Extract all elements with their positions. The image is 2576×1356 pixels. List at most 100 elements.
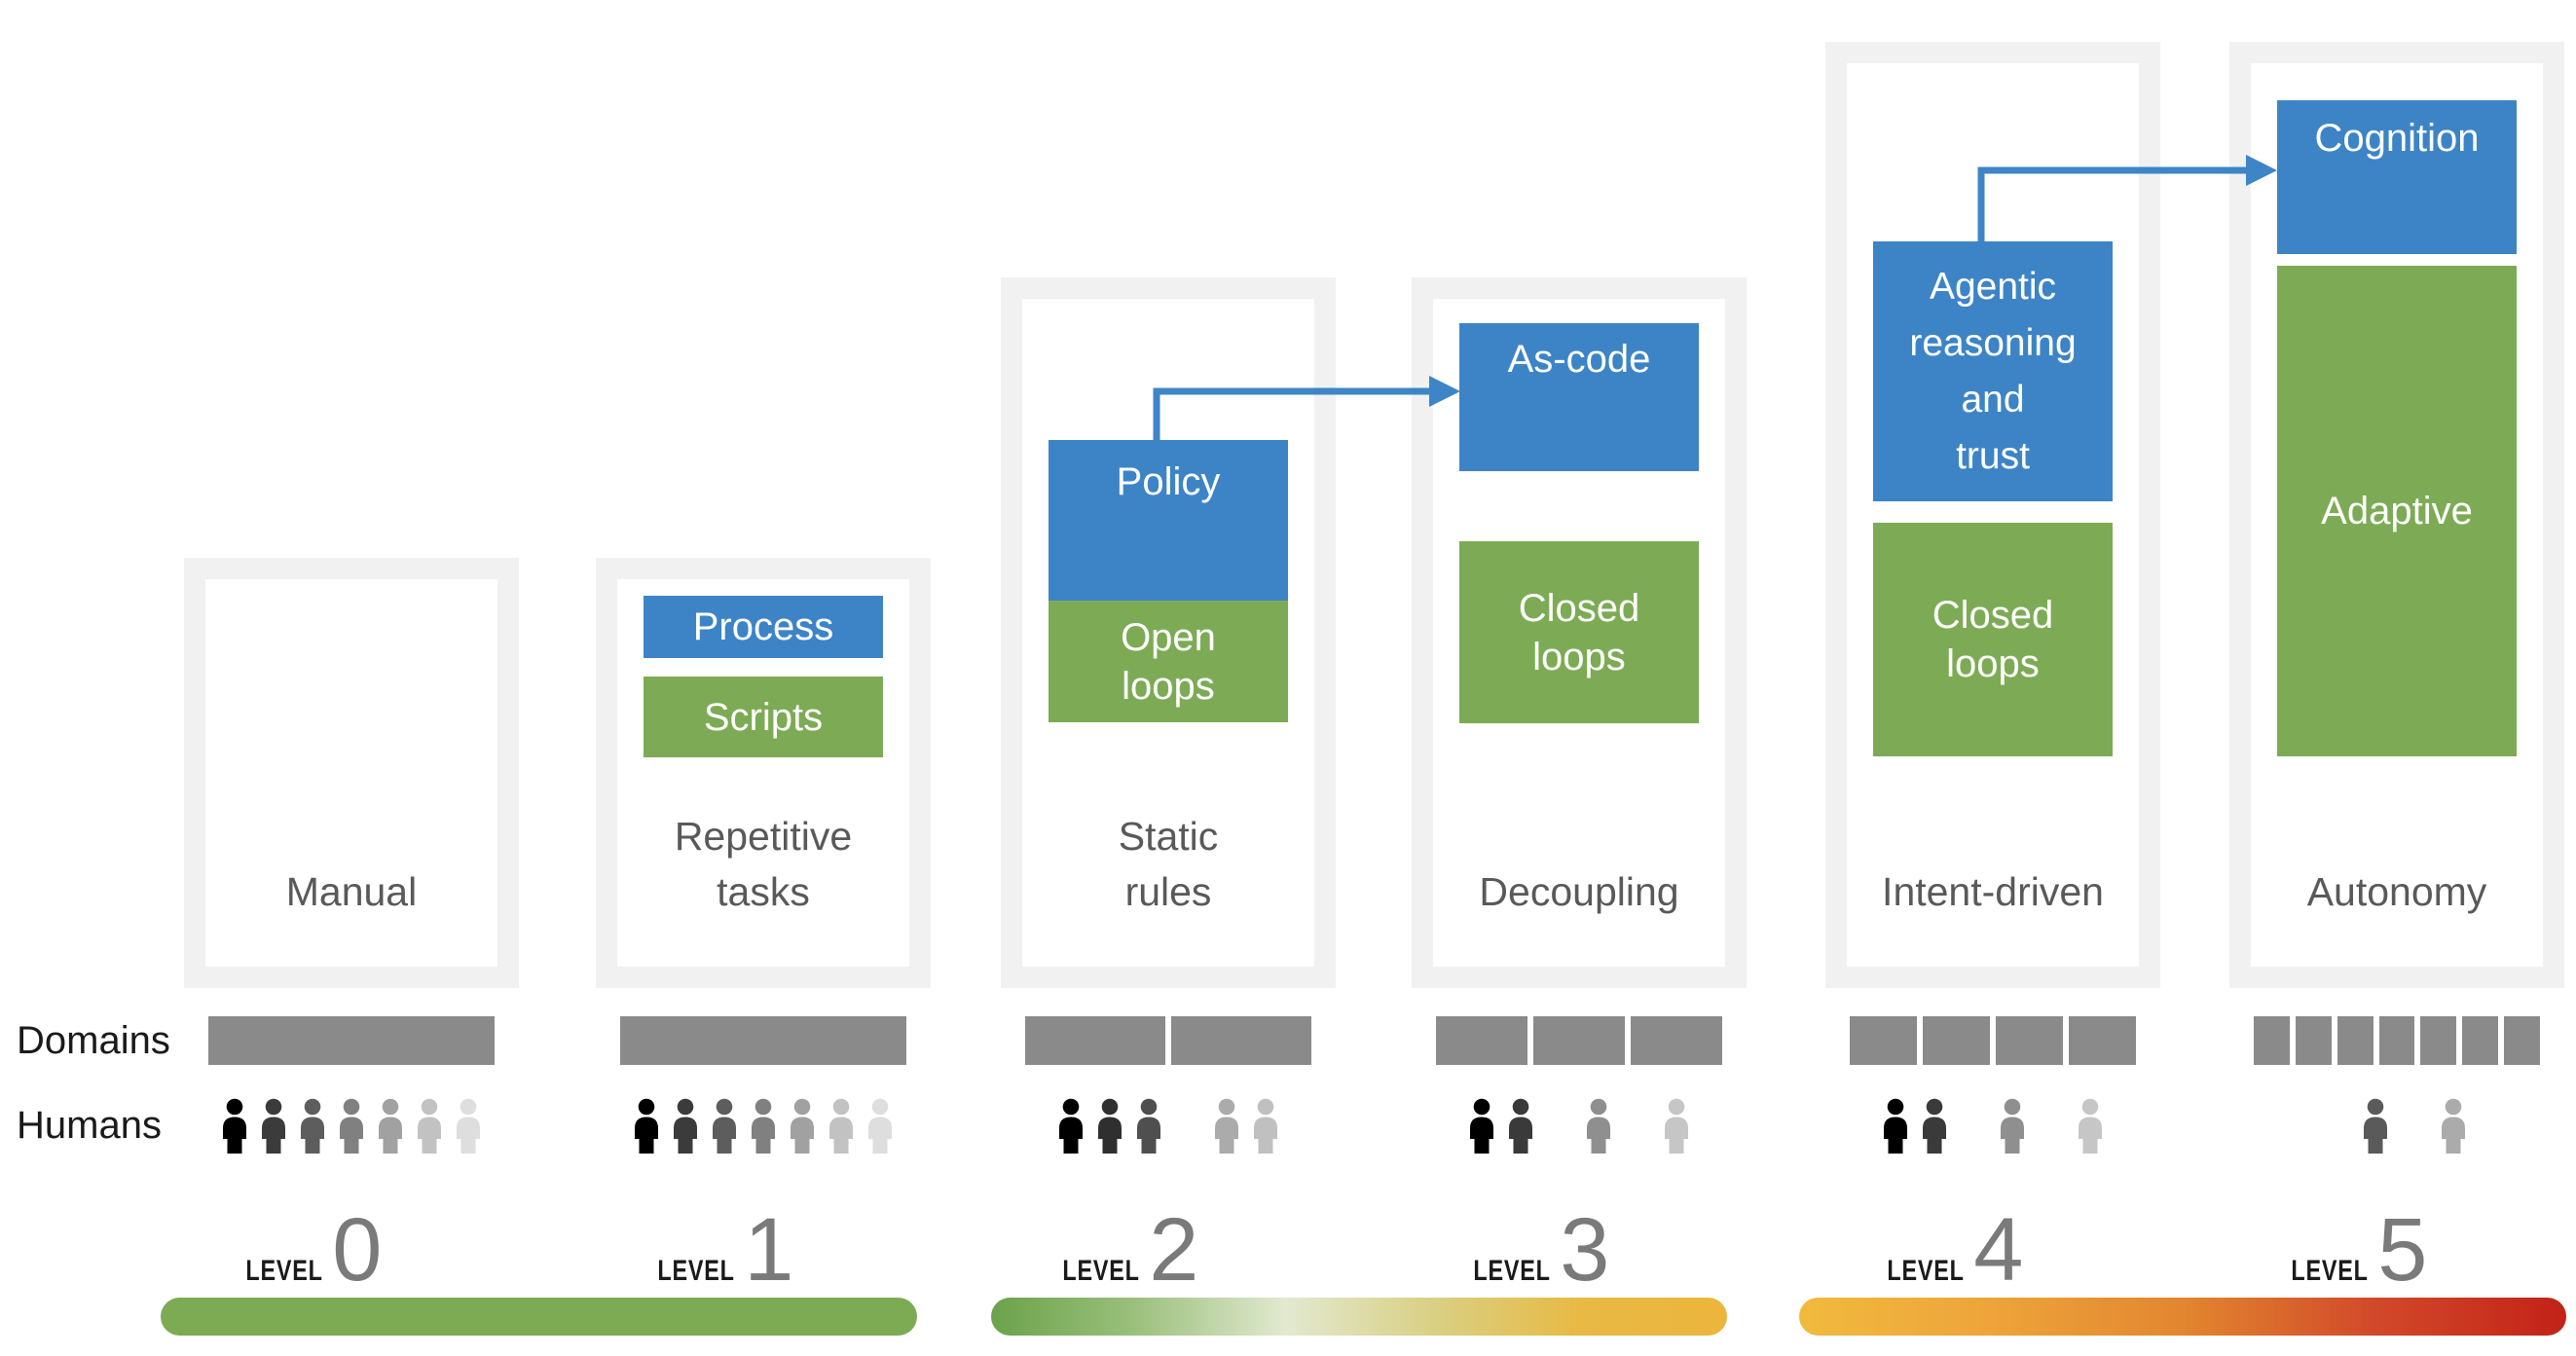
- human-icon-slot: [1915, 1098, 1954, 1154]
- person-icon: [2001, 1098, 2024, 1154]
- domain-segment: [1923, 1016, 1990, 1065]
- person-icon: [1254, 1098, 1277, 1154]
- level-1-badge-number: 1: [744, 1200, 794, 1300]
- level-0-badge-number: 0: [332, 1200, 383, 1300]
- level-4-title: Intent-driven: [1882, 869, 2104, 914]
- levels-2-3-gradient-bar: [991, 1298, 1727, 1336]
- agentic-reasoning-box: Agentic reasoning and trust: [1873, 241, 2113, 501]
- person-icon: [635, 1098, 658, 1154]
- level-1-title: Repetitive tasks: [674, 814, 853, 914]
- level-5-badge-word: LEVEL: [2290, 1255, 2369, 1287]
- level-4-badge-number: 4: [1973, 1200, 2024, 1300]
- domain-segment: [2295, 1016, 2332, 1065]
- domain-segment: [1996, 1016, 2063, 1065]
- domain-segment: [1850, 1016, 1917, 1065]
- person-icon: [2364, 1098, 2387, 1154]
- level-0-column: Manual: [184, 558, 519, 988]
- scripts-box-label: Scripts: [703, 695, 824, 739]
- domain-segment: [1436, 1016, 1527, 1065]
- human-icon-slot: [1501, 1098, 1540, 1154]
- level-0-humans: [215, 1098, 488, 1154]
- levels-0-1-gradient-bar: [161, 1298, 917, 1336]
- humans-row-label: Humans: [17, 1104, 162, 1147]
- domain-segment: [1631, 1016, 1722, 1065]
- person-icon: [1098, 1098, 1122, 1154]
- human-icon-slot: [783, 1098, 822, 1154]
- cognition-box: Cognition: [2277, 100, 2517, 254]
- human-icon-slot: [449, 1098, 488, 1154]
- human-icon-slot: [822, 1098, 861, 1154]
- person-icon: [829, 1098, 853, 1154]
- person-icon: [1470, 1098, 1493, 1154]
- human-icon-slot: [215, 1098, 254, 1154]
- level-0-domains-bar: [208, 1016, 495, 1065]
- person-icon: [1215, 1098, 1238, 1154]
- closed-loops-box-level-3-label: Closed loops: [1518, 586, 1640, 678]
- human-icon-slot: [705, 1098, 744, 1154]
- level-4-badge-word: LEVEL: [1886, 1255, 1965, 1287]
- human-icon-slot: [2434, 1098, 2473, 1154]
- person-icon: [752, 1098, 775, 1154]
- person-icon: [1884, 1098, 1907, 1154]
- person-icon: [1587, 1098, 1610, 1154]
- closed-loops-box-level-3: Closed loops: [1459, 541, 1699, 723]
- human-icon-slot: [666, 1098, 705, 1154]
- policy-box-label: Policy: [1116, 460, 1221, 503]
- level-0-panel: [205, 579, 497, 967]
- person-icon: [1665, 1098, 1688, 1154]
- domain-segment: [620, 1016, 906, 1065]
- levels-4-5-gradient-bar: [1799, 1298, 2566, 1336]
- person-icon: [223, 1098, 246, 1154]
- level-5-humans: [2356, 1098, 2473, 1154]
- human-icon-slot: [293, 1098, 332, 1154]
- level-5-title: Autonomy: [2306, 869, 2487, 914]
- human-icon-slot: [1579, 1098, 1618, 1154]
- human-icon-slot: [371, 1098, 410, 1154]
- level-2-column: Policy Open loops Static rules: [1001, 277, 1336, 988]
- closed-loops-box-level-4-label: Closed loops: [1932, 594, 2054, 685]
- level-0-title: Manual: [285, 869, 418, 914]
- cognition-box-label: Cognition: [2314, 117, 2480, 160]
- level-4-panel: [1847, 63, 2139, 967]
- domain-segment: [2420, 1016, 2457, 1065]
- as-code-box: As-code: [1459, 323, 1699, 471]
- level-4-humans: [1876, 1098, 2110, 1154]
- person-icon: [457, 1098, 480, 1154]
- level-2-badge-word: LEVEL: [1061, 1255, 1140, 1287]
- domain-segment: [1171, 1016, 1311, 1065]
- adaptive-box-label: Adaptive: [2321, 490, 2473, 532]
- level-3-badge-number: 3: [1560, 1200, 1610, 1300]
- person-icon: [674, 1098, 697, 1154]
- human-icon-gap: [1540, 1098, 1579, 1154]
- human-icon-gap: [1618, 1098, 1657, 1154]
- person-icon: [791, 1098, 814, 1154]
- human-icon-slot: [1051, 1098, 1090, 1154]
- human-icon-gap: [2032, 1098, 2071, 1154]
- human-icon-slot: [332, 1098, 371, 1154]
- closed-loops-box-level-4: Closed loops: [1873, 523, 2113, 756]
- human-icon-slot: [1090, 1098, 1129, 1154]
- domain-segment: [2504, 1016, 2541, 1065]
- person-icon: [713, 1098, 736, 1154]
- level-5-badge-number: 5: [2377, 1200, 2428, 1300]
- domains-row-label: Domains: [17, 1019, 170, 1062]
- domain-segment: [1533, 1016, 1625, 1065]
- level-5-column: Cognition Adaptive Autonomy: [2229, 42, 2564, 988]
- human-icon-slot: [1207, 1098, 1246, 1154]
- human-icon-gap: [1954, 1098, 1993, 1154]
- level-3-humans: [1462, 1098, 1696, 1154]
- level-1-domains-bar: [620, 1016, 906, 1065]
- person-icon: [2442, 1098, 2465, 1154]
- process-box: Process: [644, 596, 883, 658]
- level-5-domains-bar: [2254, 1016, 2541, 1065]
- human-icon-slot: [1876, 1098, 1915, 1154]
- person-icon: [262, 1098, 285, 1154]
- human-icon-slot: [410, 1098, 449, 1154]
- open-loops-box: Open loops: [1049, 601, 1288, 722]
- agentic-reasoning-box-label: Agentic reasoning and trust: [1909, 265, 2077, 477]
- level-1-badge-word: LEVEL: [656, 1255, 735, 1287]
